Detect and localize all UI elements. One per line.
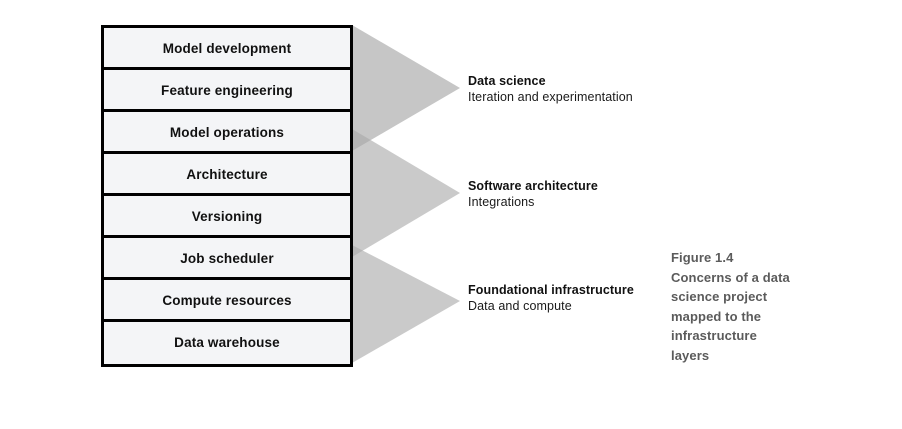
layer-row[interactable]: Architecture — [104, 154, 350, 196]
layer-row[interactable]: Job scheduler — [104, 238, 350, 280]
arrow-software-architecture — [352, 129, 460, 257]
layer-row[interactable]: Feature engineering — [104, 70, 350, 112]
caption-line: infrastructure — [671, 328, 757, 343]
group-subtitle: Iteration and experimentation — [468, 90, 633, 104]
group-title: Data science — [468, 74, 546, 88]
caption-line: mapped to the — [671, 308, 762, 324]
caption-line: Figure 1.4 — [671, 250, 734, 265]
arrow-group — [352, 25, 460, 363]
group-label-data-science: Data science Iteration and experimentati… — [468, 74, 633, 105]
group-subtitle: Integrations — [468, 195, 535, 209]
group-title: Foundational infrastructure — [468, 283, 634, 297]
layer-row[interactable]: Data warehouse — [104, 322, 350, 364]
caption-line: science project — [671, 289, 768, 304]
group-subtitle: Data and compute — [468, 299, 572, 313]
group-label-foundational-infrastructure: Foundational infrastructure Data and com… — [468, 283, 634, 314]
layer-row[interactable]: Versioning — [104, 196, 350, 238]
caption-line: Concerns of a data — [671, 269, 790, 285]
layer-row[interactable]: Compute resources — [104, 280, 350, 322]
group-title: Software architecture — [468, 179, 598, 193]
caption-line: layers — [671, 347, 710, 363]
layer-stack: Model development Feature engineering Mo… — [101, 25, 353, 367]
arrow-data-science — [352, 25, 460, 151]
layer-row[interactable]: Model operations — [104, 112, 350, 154]
arrow-foundational-infrastructure — [352, 245, 460, 363]
figure-caption: Figure 1.4 Concerns of a data science pr… — [671, 248, 821, 365]
layer-row[interactable]: Model development — [104, 28, 350, 70]
group-label-software-architecture: Software architecture Integrations — [468, 179, 598, 210]
